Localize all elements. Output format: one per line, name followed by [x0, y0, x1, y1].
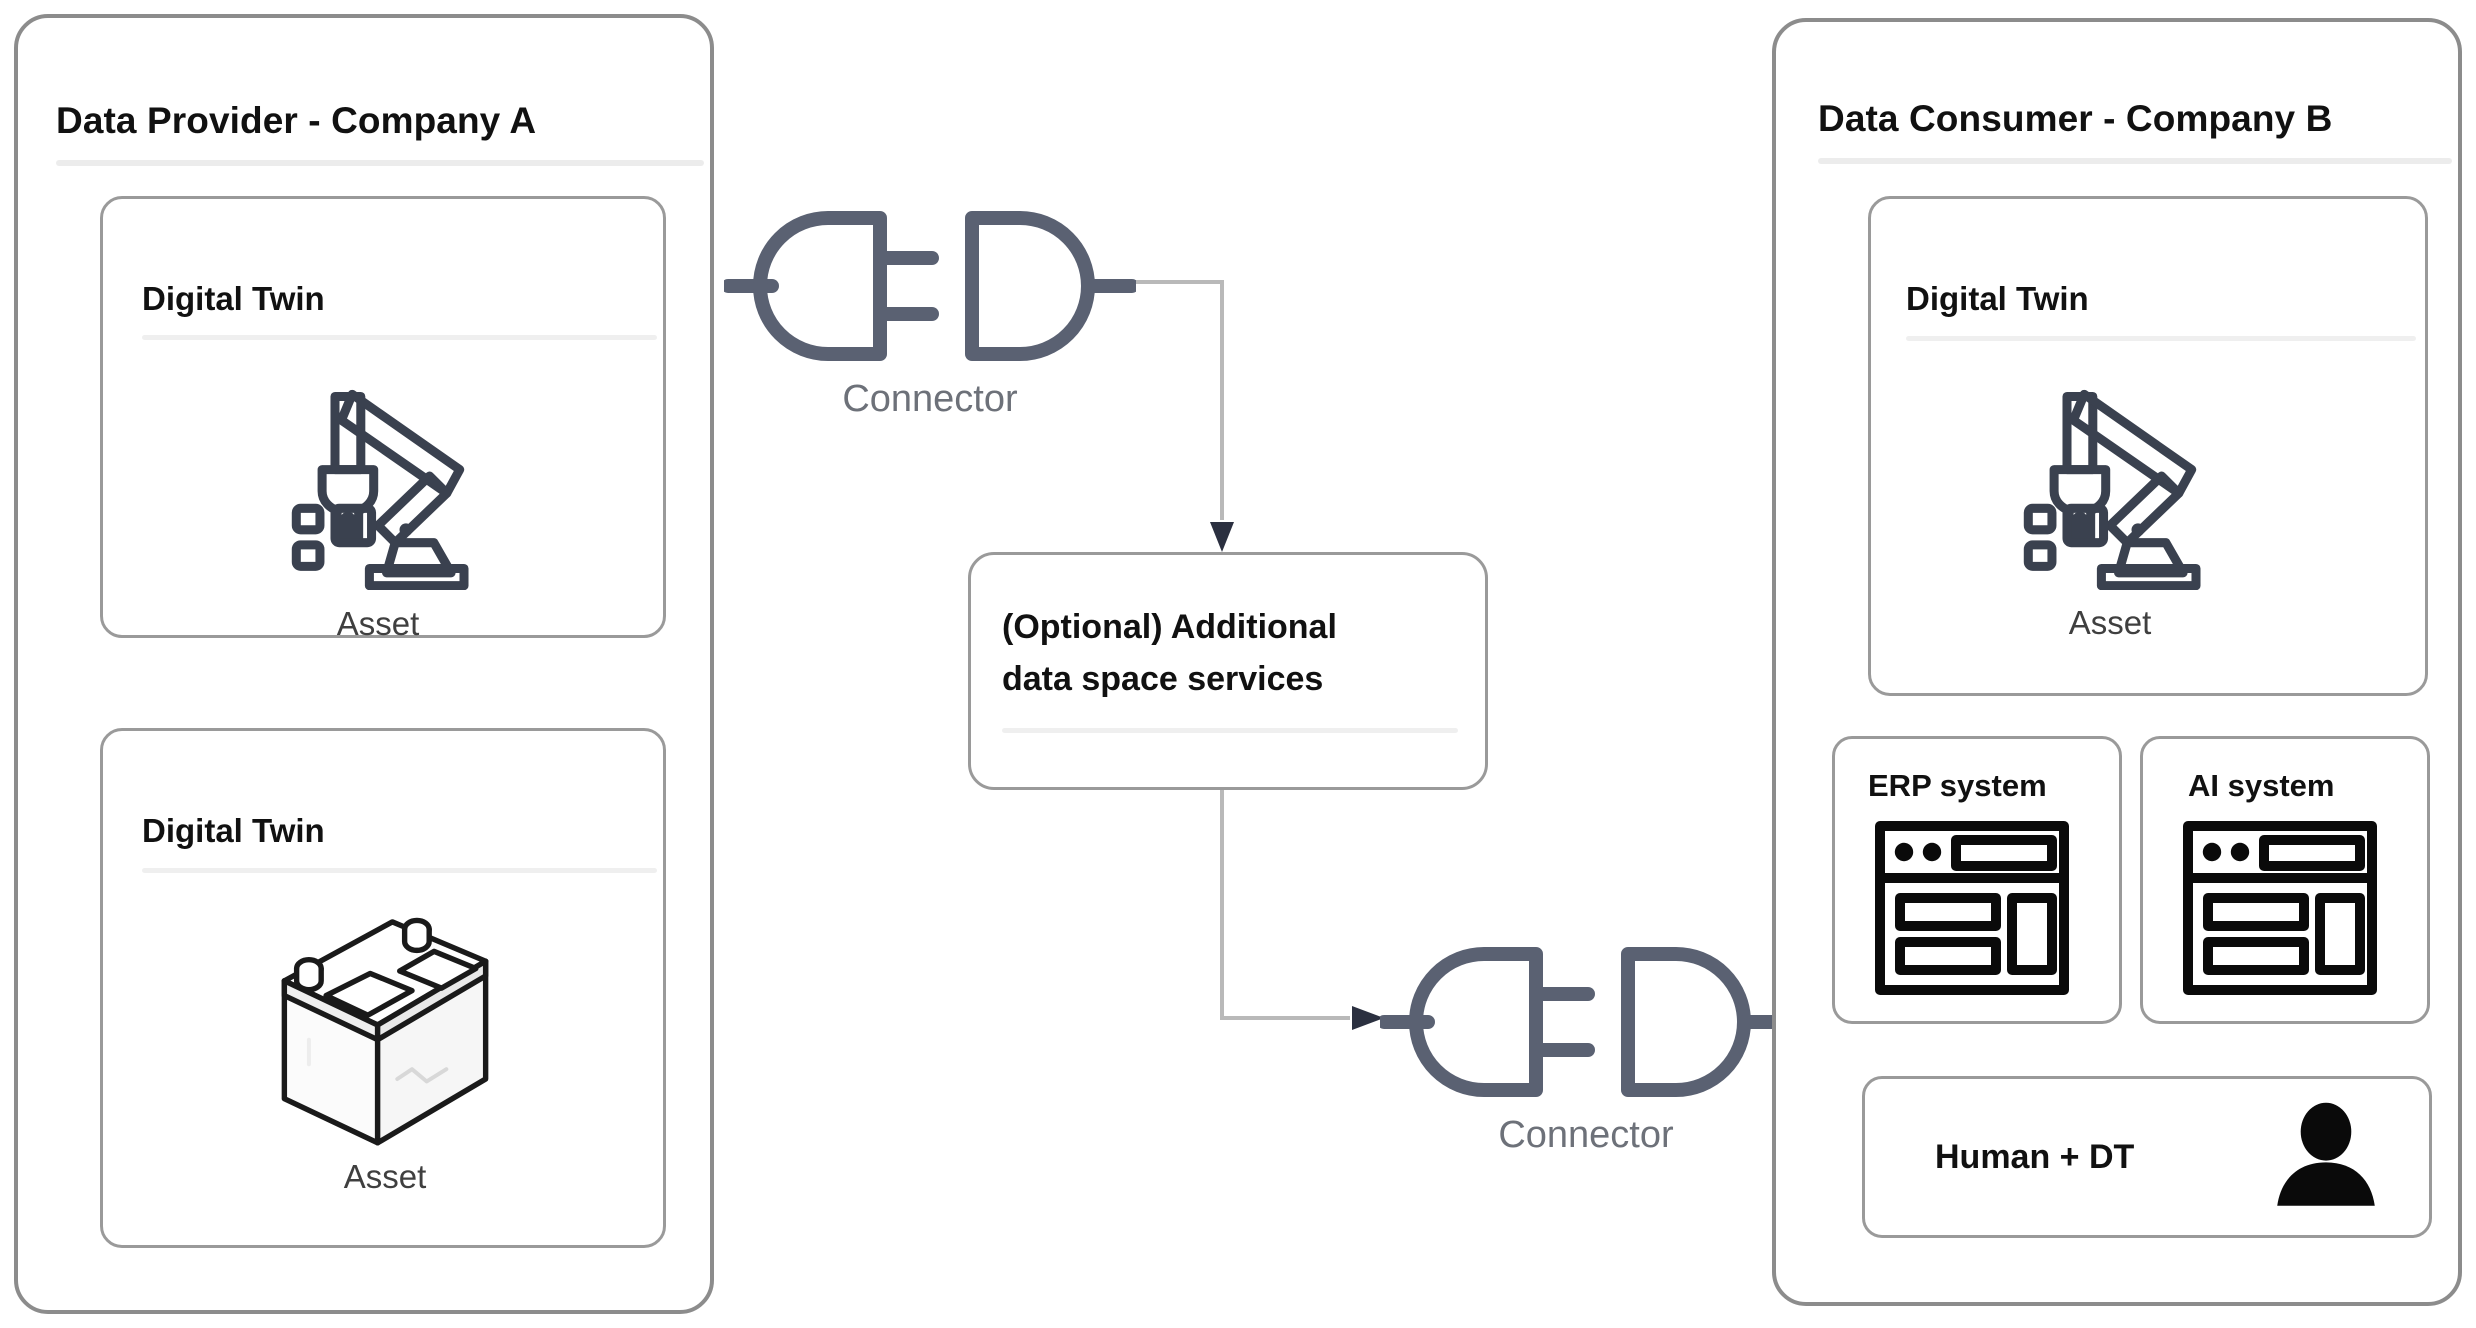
consumer-ai-system-title: AI system	[2188, 768, 2335, 803]
provider-title-divider	[56, 160, 704, 166]
connector-bottom: Connector	[1380, 932, 1792, 1156]
provider-digital-twin-1-title: Digital Twin	[142, 280, 325, 317]
consumer-human-dt-card: Human + DT	[1862, 1076, 2432, 1238]
consumer-digital-twin-divider	[1906, 336, 2416, 341]
robot-arm-icon	[268, 375, 488, 590]
consumer-erp-system-title: ERP system	[1868, 768, 2047, 803]
robot-arm-icon	[2000, 375, 2220, 590]
dashboard-window-icon	[2180, 818, 2380, 998]
connector-top-label: Connector	[842, 378, 1018, 420]
provider-digital-twin-2-title: Digital Twin	[142, 812, 325, 849]
consumer-digital-twin-title: Digital Twin	[1906, 280, 2089, 317]
additional-services-box	[968, 552, 1488, 790]
consumer-title-divider	[1818, 158, 2452, 164]
additional-services-line1: (Optional) Additional	[1002, 608, 1337, 646]
consumer-human-dt-label: Human + DT	[1935, 1137, 2135, 1176]
connector-top: Connector	[724, 196, 1136, 420]
connector-bottom-label: Connector	[1498, 1114, 1674, 1156]
provider-asset-label-2: Asset	[343, 1158, 427, 1195]
consumer-asset-label: Asset	[2068, 604, 2152, 641]
provider-digital-twin-2-divider	[142, 868, 657, 873]
provider-asset-label-1: Asset	[336, 605, 420, 642]
dashboard-window-icon	[1872, 818, 2072, 998]
additional-services-divider	[1002, 728, 1458, 733]
consumer-panel-title: Data Consumer - Company B	[1818, 98, 2333, 139]
person-silhouette-icon	[2271, 1101, 2381, 1213]
battery-icon	[250, 900, 520, 1150]
provider-digital-twin-1-divider	[142, 335, 657, 340]
consumer-digital-twin	[1868, 196, 2428, 696]
additional-services-line2: data space services	[1002, 660, 1324, 698]
provider-panel-title: Data Provider - Company A	[56, 100, 537, 141]
